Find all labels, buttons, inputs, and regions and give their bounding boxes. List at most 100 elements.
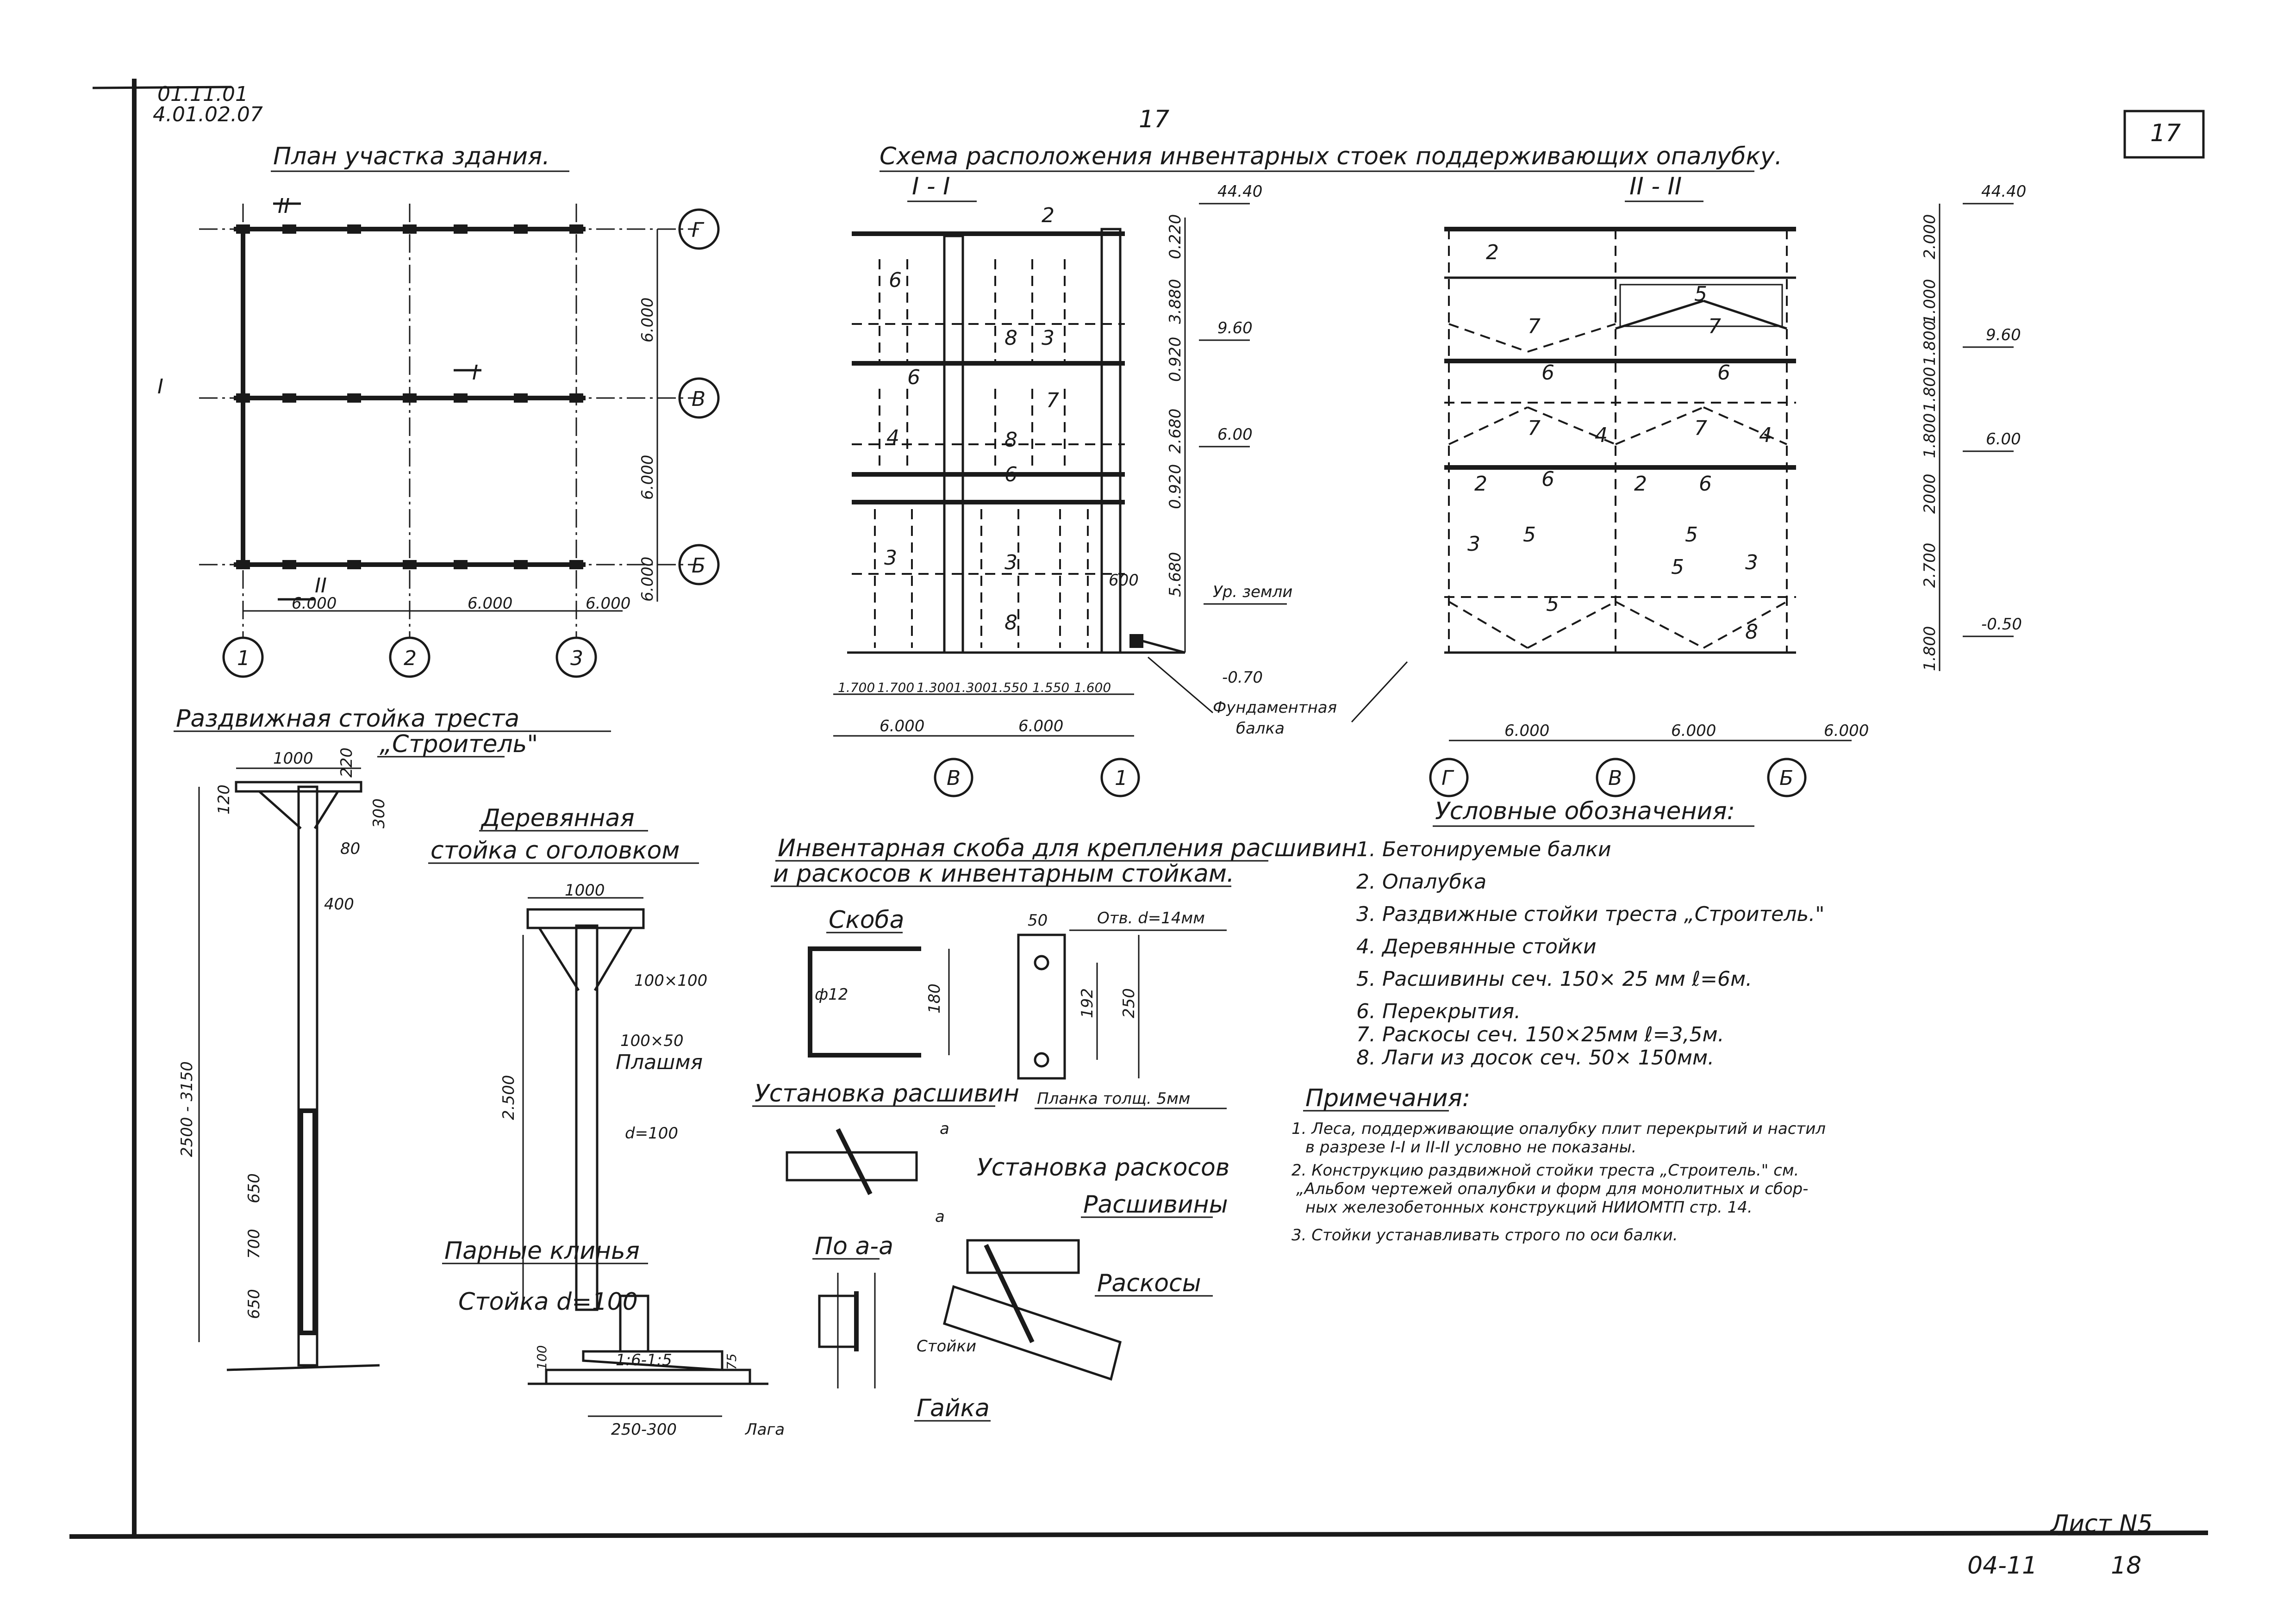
sec1-mark: 4 — [886, 426, 899, 449]
skoba-dim: 180 — [925, 983, 944, 1014]
sec1-bottom-dim: 1.700 — [877, 680, 914, 695]
sheet-number: Лист N5 — [2050, 1510, 2152, 1538]
building-plan: План участка здания. II I I II — [157, 143, 720, 678]
plan-section-mark: I — [472, 361, 478, 385]
sec2-span-dim: 6.000 — [1824, 722, 1869, 740]
sec2-mark: 7 — [1694, 417, 1707, 440]
sec2-mark: 2 — [1634, 472, 1647, 496]
telescopic-dim: 80 — [340, 840, 360, 858]
sec2-vdim: 1.800 — [1921, 626, 1939, 671]
sec2-mark: 2 — [1486, 241, 1499, 264]
sec2-level: 44.40 — [1981, 182, 2026, 201]
wedges-title: Парные клинья — [444, 1237, 640, 1265]
sheet-frame — [69, 79, 2209, 1539]
section-2-2: II - II 2 5 7 7 6 6 4 7 7 4 2 6 2 6 — [1351, 173, 2026, 797]
sec2-vdim: 2.000 — [1921, 214, 1939, 259]
bracket-d50: 50 — [1028, 911, 1048, 930]
telescopic-dim: 220 — [337, 747, 356, 778]
axis-bubble-number: 1 — [237, 647, 250, 670]
plan-dim-y: 6.000 — [638, 298, 657, 342]
plan-section-mark: II — [278, 194, 290, 218]
legend-item: 3. Раздвижные стойки треста „Строитель." — [1356, 902, 1824, 926]
sec1-vdim: 5.680 — [1166, 552, 1185, 597]
sec2-mark: 3 — [1467, 532, 1480, 556]
sec2-vdim: 2.700 — [1921, 543, 1939, 588]
sec2-mark: 5 — [1523, 523, 1536, 547]
braces-title: Установка раскосов — [977, 1154, 1229, 1182]
bracket-d250: 250 — [1120, 988, 1138, 1018]
wedges-dim: 75 — [724, 1353, 739, 1370]
sec2-mark: 5 — [1546, 592, 1559, 616]
note-line: 2. Конструкцию раздвижной стойки треста … — [1292, 1161, 1799, 1180]
sec1-level: 9.60 — [1217, 319, 1253, 337]
note-line: ных железобетонных конструкций НИИОМТП с… — [1305, 1198, 1753, 1217]
bracket-title: Инвентарная скоба для крепления расшивин — [778, 834, 1357, 862]
wedges-post: Стойка d=100 — [458, 1288, 638, 1316]
sec1-mark: 3 — [1042, 326, 1054, 350]
skoba-label: Скоба — [829, 906, 904, 934]
telescopic-title: Раздвижная стойка треста — [176, 705, 519, 733]
sec1-mark: 2 — [1042, 204, 1054, 227]
sec1-bottom-dim: 1.700 — [838, 680, 875, 695]
axis-bubble-number: 2 — [404, 647, 417, 670]
notes-title: Примечания: — [1305, 1084, 1470, 1112]
sec2-mark: 5 — [1694, 282, 1707, 306]
sec1-span-dim: 6.000 — [1018, 717, 1063, 735]
sec2-level: 6.00 — [1986, 430, 2021, 448]
sec2-mark: 2 — [1474, 472, 1487, 496]
sec2-mark: 6 — [1541, 361, 1554, 385]
install-a: а — [935, 1207, 945, 1226]
bracket-plate: Планка толщ. 5мм — [1037, 1089, 1190, 1108]
wedges-dim: 250-300 — [611, 1420, 677, 1439]
sec2-mark: 7 — [1708, 315, 1721, 338]
bracket-hole: Отв. d=14мм — [1097, 909, 1205, 927]
wooden-dim: 100×100 — [634, 971, 707, 990]
bracket-d192: 192 — [1078, 988, 1097, 1018]
sec2-mark: 6 — [1717, 361, 1730, 385]
telescopic-dim: 120 — [215, 784, 233, 815]
sec2-axis: В — [1608, 766, 1622, 790]
doc-footer-num: 18 — [2111, 1552, 2141, 1580]
section-2-label: II - II — [1629, 173, 1682, 200]
telescopic-dim: 650 — [245, 1173, 263, 1203]
sec1-beam-label: Фундаментная — [1213, 698, 1337, 717]
sec1-mark: 7 — [1046, 389, 1059, 412]
sec1-level: 44.40 — [1217, 182, 1262, 201]
notes: Примечания: 1. Леса, поддерживающие опал… — [1292, 1084, 1826, 1244]
telescopic-dim: 650 — [245, 1289, 263, 1319]
wooden-dim: 100×50 — [620, 1032, 684, 1050]
plan-dim-y: 6.000 — [638, 557, 657, 602]
wooden-title: стойка с оголовком — [430, 837, 680, 865]
sec1-mark: 6 — [1004, 463, 1017, 486]
inventory-bracket: Инвентарная скоба для крепления расшивин… — [771, 834, 1357, 1109]
axis-bubble-letter: В — [692, 387, 705, 411]
wooden-diam: d=100 — [625, 1124, 678, 1143]
sec1-mark: 3 — [884, 546, 897, 570]
axis-bubble-number: 3 — [570, 647, 583, 670]
sec1-vdim: 3.880 — [1166, 279, 1185, 324]
install-cut: По а-а — [815, 1232, 893, 1260]
doc-footer-code: 04-11 — [1967, 1552, 2037, 1580]
sec2-level: -0.50 — [1981, 615, 2022, 634]
doc-code-top: 01.11.01 — [157, 82, 248, 106]
sec2-mark: 6 — [1541, 467, 1554, 491]
sec1-vdim: 0.920 — [1166, 464, 1185, 509]
wooden-dim: 1000 — [565, 881, 605, 900]
sec2-mark: 6 — [1699, 472, 1712, 496]
plan-dim-x: 6.000 — [468, 594, 512, 613]
note-line: в разрезе I-I и II-II условно не показан… — [1305, 1138, 1636, 1157]
install-a: а — [940, 1120, 949, 1138]
install-nut: Гайка — [917, 1394, 990, 1422]
legend-item: 1. Бетонируемые балки — [1356, 838, 1611, 861]
doc-code: 4.01.02.07 — [153, 103, 263, 126]
wedges-lag: Лага — [744, 1420, 785, 1439]
sec2-vdim: 1.800 — [1921, 367, 1939, 412]
section-1-label: I - I — [912, 173, 950, 200]
note-line: 1. Леса, поддерживающие опалубку плит пе… — [1292, 1120, 1826, 1138]
legend: Условные обозначения: 1. Бетонируемые ба… — [1356, 797, 1824, 1070]
sec1-span-dim: 6.000 — [880, 717, 924, 735]
sec1-mark: 8 — [1004, 611, 1017, 635]
sec2-span-dim: 6.000 — [1671, 722, 1716, 740]
wooden-stand: Деревянная стойка с оголовком 1000 100×1… — [428, 804, 707, 1311]
sec1-axis: 1 — [1115, 766, 1128, 790]
